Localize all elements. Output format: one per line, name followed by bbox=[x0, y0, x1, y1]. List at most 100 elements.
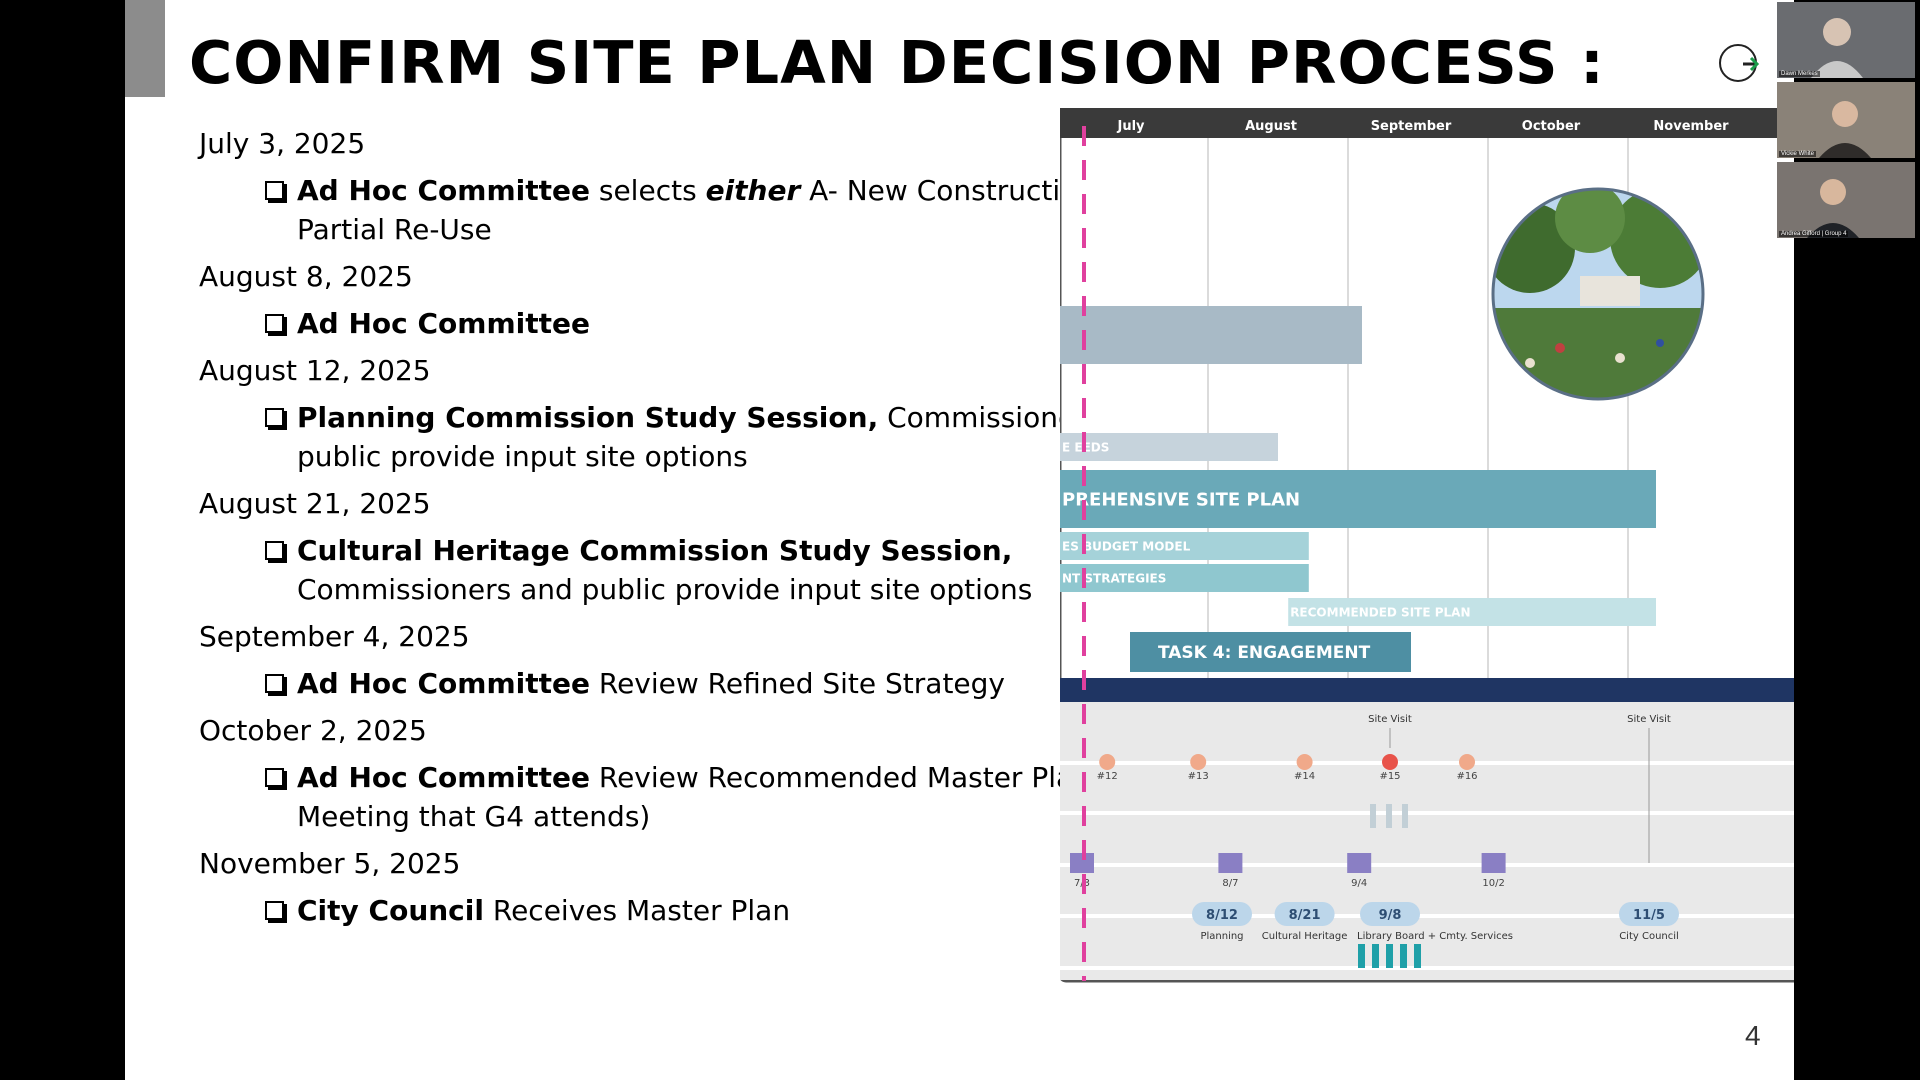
meeting-label: #12 bbox=[1097, 771, 1118, 782]
agenda-date: July 3, 2025 bbox=[199, 127, 366, 160]
outreach-tick bbox=[1358, 944, 1365, 968]
engagement-tick bbox=[1370, 804, 1376, 828]
task-label: PREHENSIVE SITE PLAN bbox=[1062, 489, 1300, 510]
month-label: September bbox=[1371, 119, 1452, 134]
task-bar bbox=[1060, 306, 1362, 364]
engagement-tick bbox=[1386, 804, 1392, 828]
commission-date: 11/5 bbox=[1633, 908, 1665, 923]
agenda-entry-text: Ad Hoc Committee bbox=[297, 174, 590, 207]
page-number: 4 bbox=[1745, 1020, 1761, 1051]
month-label: August bbox=[1245, 119, 1297, 134]
committee-marker bbox=[1481, 853, 1506, 873]
month-label: November bbox=[1653, 119, 1729, 134]
task-bar bbox=[1130, 632, 1411, 672]
meeting-dot bbox=[1459, 754, 1475, 770]
committee-marker bbox=[1218, 853, 1243, 873]
video-tile-2[interactable]: Vickie White bbox=[1777, 82, 1915, 158]
meeting-dot bbox=[1382, 754, 1398, 770]
checkbox-bullet-icon bbox=[265, 541, 284, 560]
participant-video-icon bbox=[1777, 2, 1915, 78]
phase-divider-bar bbox=[1060, 678, 1794, 702]
agenda-entry: Ad Hoc Committee selects either A- New C… bbox=[199, 171, 1209, 249]
meeting-label: #16 bbox=[1456, 771, 1477, 782]
checkbox-bullet-icon bbox=[265, 314, 284, 333]
milestone-band bbox=[1060, 690, 1794, 980]
agenda-entry-text: Ad Hoc Committee bbox=[297, 307, 590, 340]
checkbox-bullet-icon bbox=[265, 901, 284, 920]
commission-pill bbox=[1360, 902, 1420, 926]
agenda-entry-text: Ad Hoc Committee bbox=[297, 761, 590, 794]
commission-body: Library Board + Cmty. Services bbox=[1357, 931, 1513, 942]
video-panel: Dawn Merkes Vickie White Andrea Gifford … bbox=[1777, 0, 1920, 240]
agenda-date: October 2, 2025 bbox=[199, 714, 427, 747]
task-label: NT STRATEGIES bbox=[1062, 571, 1166, 585]
meeting-label: #15 bbox=[1379, 771, 1400, 782]
agenda-date: November 5, 2025 bbox=[199, 847, 461, 880]
agenda-entry: Ad Hoc Committee bbox=[199, 304, 1209, 343]
agenda-entry: City Council Receives Master Plan bbox=[199, 891, 1209, 930]
task-bar bbox=[1060, 470, 1656, 528]
task-bar bbox=[1288, 598, 1656, 626]
agenda-entry-text: City Council bbox=[297, 894, 484, 927]
meeting-label: #14 bbox=[1294, 771, 1315, 782]
commission-date: 8/21 bbox=[1289, 908, 1321, 923]
commission-date: 9/8 bbox=[1379, 908, 1402, 923]
task-bar bbox=[1060, 564, 1309, 592]
agenda-list: July 3, 2025 Ad Hoc Committee selects eit… bbox=[199, 124, 1209, 938]
outreach-tick bbox=[1386, 944, 1393, 968]
agenda-entry: Planning Commission Study Session, Commi… bbox=[199, 398, 1209, 476]
checkbox-bullet-icon bbox=[265, 674, 284, 693]
outreach-tick bbox=[1400, 944, 1407, 968]
checkbox-bullet-icon bbox=[265, 181, 284, 200]
slide-title: CONFIRM SITE PLAN DECISION PROCESS : bbox=[189, 28, 1605, 97]
engagement-tick bbox=[1402, 804, 1408, 828]
agenda-entry: Ad Hoc Committee Review Recommended Mast… bbox=[199, 758, 1209, 836]
agenda-entry-text: selects bbox=[589, 174, 706, 207]
committee-label: 9/4 bbox=[1351, 878, 1367, 889]
video-tile-3[interactable]: Andrea Gifford | Group 4 bbox=[1777, 162, 1915, 238]
checkbox-bullet-icon bbox=[265, 768, 284, 787]
month-label: October bbox=[1522, 119, 1581, 134]
checkbox-bullet-icon bbox=[265, 408, 284, 427]
agenda-entry-text: either bbox=[705, 174, 801, 207]
task-label: TASK 4: ENGAGEMENT bbox=[1158, 643, 1371, 663]
commission-pill bbox=[1192, 902, 1252, 926]
agenda-entry: Cultural Heritage Commission Study Sessi… bbox=[199, 531, 1209, 609]
participant-name: Andrea Gifford | Group 4 bbox=[1779, 231, 1849, 237]
committee-label: 10/2 bbox=[1482, 878, 1504, 889]
commission-body: City Council bbox=[1619, 931, 1679, 942]
agenda-entry-text: Planning Commission Study Session, bbox=[297, 401, 879, 434]
commission-pill bbox=[1619, 902, 1679, 926]
month-label: July bbox=[1116, 119, 1145, 134]
task-bar bbox=[1060, 532, 1309, 560]
committee-marker bbox=[1347, 853, 1372, 873]
agenda-entry-text: Commissioners and public provide input s… bbox=[297, 573, 1033, 606]
task-label: ES BUDGET MODEL bbox=[1062, 539, 1191, 553]
agenda-date: August 12, 2025 bbox=[199, 354, 431, 387]
meeting-dot bbox=[1099, 754, 1116, 770]
meeting-label: #13 bbox=[1188, 771, 1209, 782]
month-header-bar bbox=[1060, 108, 1794, 138]
meeting-dot bbox=[1190, 754, 1207, 770]
agenda-entry: Ad Hoc Committee Review Refined Site Str… bbox=[199, 664, 1209, 703]
committee-marker bbox=[1070, 853, 1094, 873]
task-bar bbox=[1060, 433, 1278, 461]
agenda-entry-text: Ad Hoc Committee bbox=[297, 667, 590, 700]
site-visit-label: Site Visit bbox=[1368, 714, 1412, 725]
task-label: RECOMMENDED SITE PLAN bbox=[1290, 605, 1470, 619]
participant-name: Dawn Merkes bbox=[1779, 71, 1820, 77]
camera-switch-icon[interactable] bbox=[1715, 40, 1761, 86]
slide: CONFIRM SITE PLAN DECISION PROCESS : Jul… bbox=[125, 0, 1794, 1080]
participant-video-icon bbox=[1777, 82, 1915, 158]
agenda-entry-text: Cultural Heritage Commission Study Sessi… bbox=[297, 534, 1013, 567]
site-visit-label: Site Visit bbox=[1627, 714, 1671, 725]
meeting-dot bbox=[1296, 754, 1313, 770]
commission-body: Planning bbox=[1200, 931, 1243, 942]
video-tile-1[interactable]: Dawn Merkes bbox=[1777, 2, 1915, 78]
corner-tab bbox=[125, 0, 165, 97]
commission-pill bbox=[1274, 902, 1335, 926]
participant-video-icon bbox=[1777, 162, 1915, 238]
commission-body: Cultural Heritage bbox=[1262, 931, 1348, 942]
outreach-tick bbox=[1414, 944, 1421, 968]
